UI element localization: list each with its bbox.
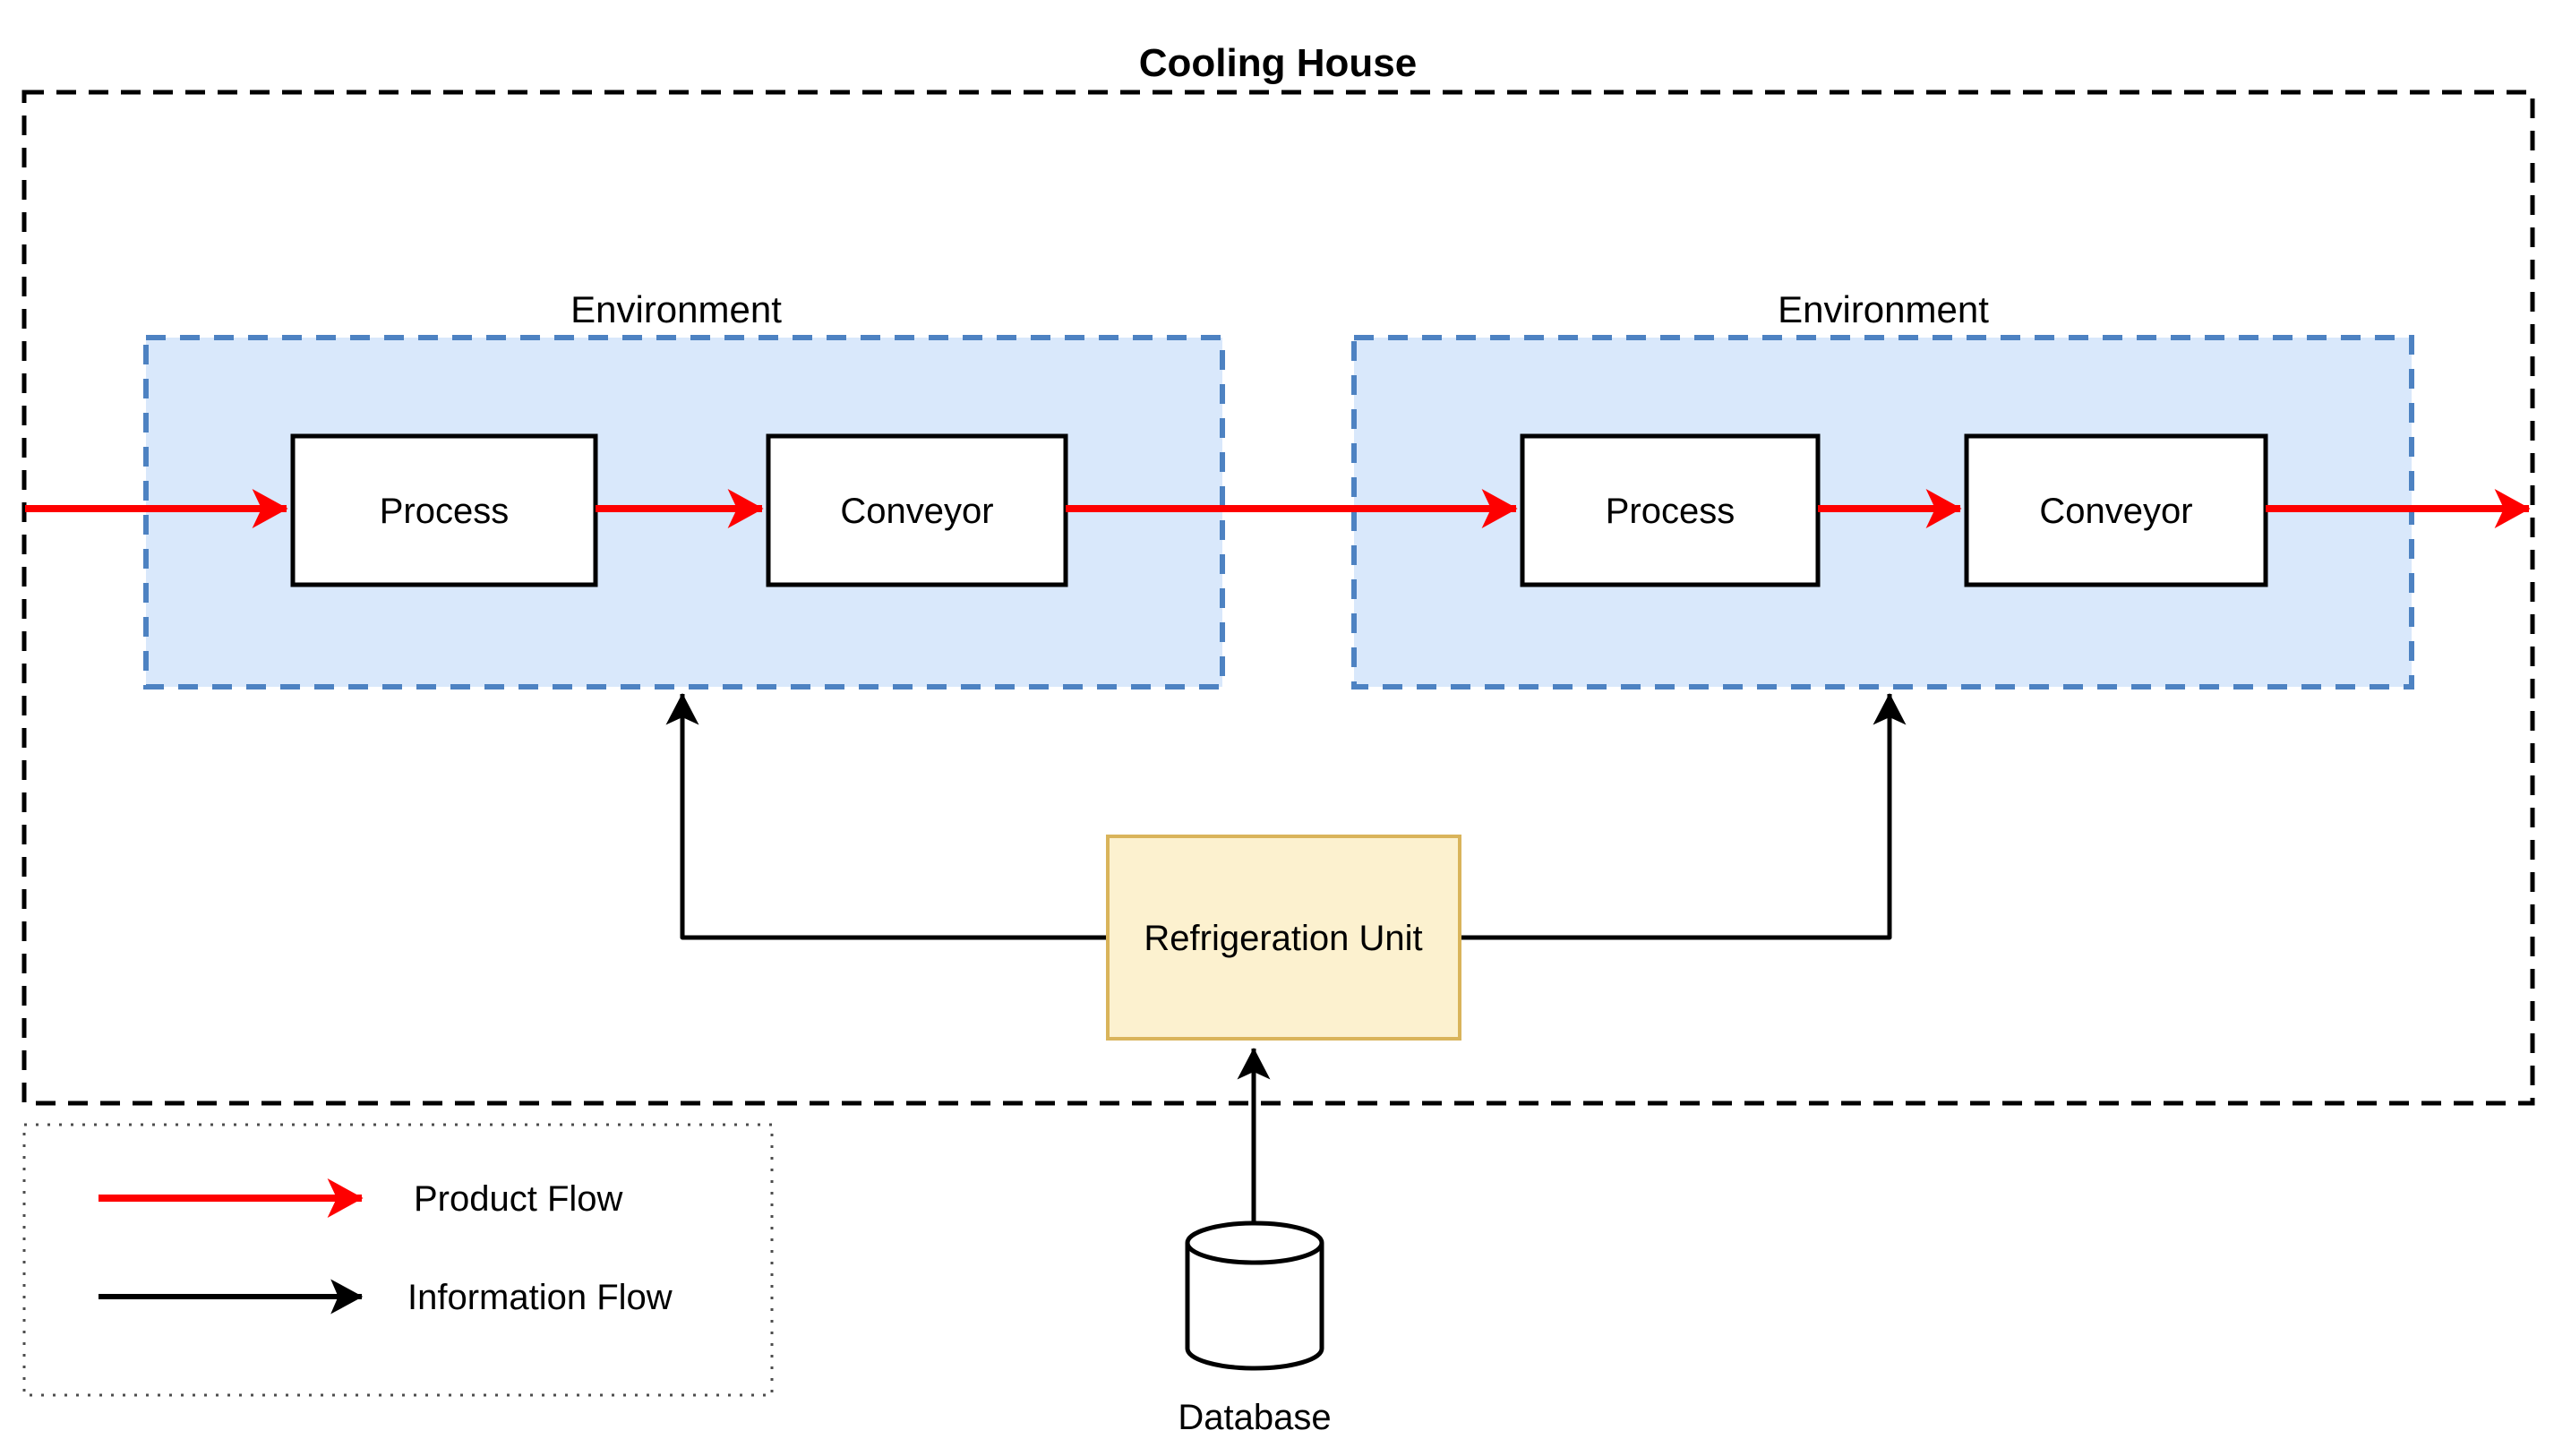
process-left-label: Process bbox=[380, 492, 510, 531]
environment-right-group: Environment Process Conveyor bbox=[1351, 288, 2414, 689]
conveyor-right-node bbox=[1964, 433, 2268, 587]
cooling-house-boundary bbox=[21, 90, 2535, 1106]
information-flow-line-refrigeration-to-env-left bbox=[665, 693, 1108, 940]
conveyor-left-label: Conveyor bbox=[840, 492, 993, 531]
refrigeration-unit-node bbox=[1106, 835, 1461, 1041]
database-group: Database bbox=[1178, 1220, 1332, 1437]
conveyor-right-label: Conveyor bbox=[2039, 492, 2192, 531]
database-label: Database bbox=[1178, 1398, 1331, 1437]
database-cylinder-body bbox=[1185, 1243, 1324, 1371]
refrigeration-unit-group: Refrigeration Unit bbox=[1106, 835, 1461, 1041]
legend-product-flow-label: Product Flow bbox=[414, 1179, 623, 1219]
cooling-house-title: Cooling House bbox=[1139, 41, 1417, 85]
cooling-house-group: Cooling House bbox=[21, 41, 2535, 1106]
environment-left-label: Environment bbox=[570, 288, 782, 330]
refrigeration-unit-label: Refrigeration Unit bbox=[1144, 919, 1422, 958]
information-flow-line-refrigeration-to-env-right bbox=[1460, 693, 1907, 940]
legend: Product Flow Information Flow bbox=[22, 1123, 774, 1397]
conveyor-left-node bbox=[766, 433, 1068, 587]
process-right-label: Process bbox=[1606, 492, 1736, 531]
legend-border bbox=[22, 1123, 774, 1397]
information-flow-group bbox=[665, 693, 1907, 1223]
environment-left-group: Environment Process Conveyor bbox=[143, 288, 1225, 689]
database-cylinder-icon bbox=[1185, 1220, 1324, 1265]
legend-information-flow-label: Information Flow bbox=[407, 1278, 673, 1317]
environment-right-label: Environment bbox=[1778, 288, 1989, 330]
